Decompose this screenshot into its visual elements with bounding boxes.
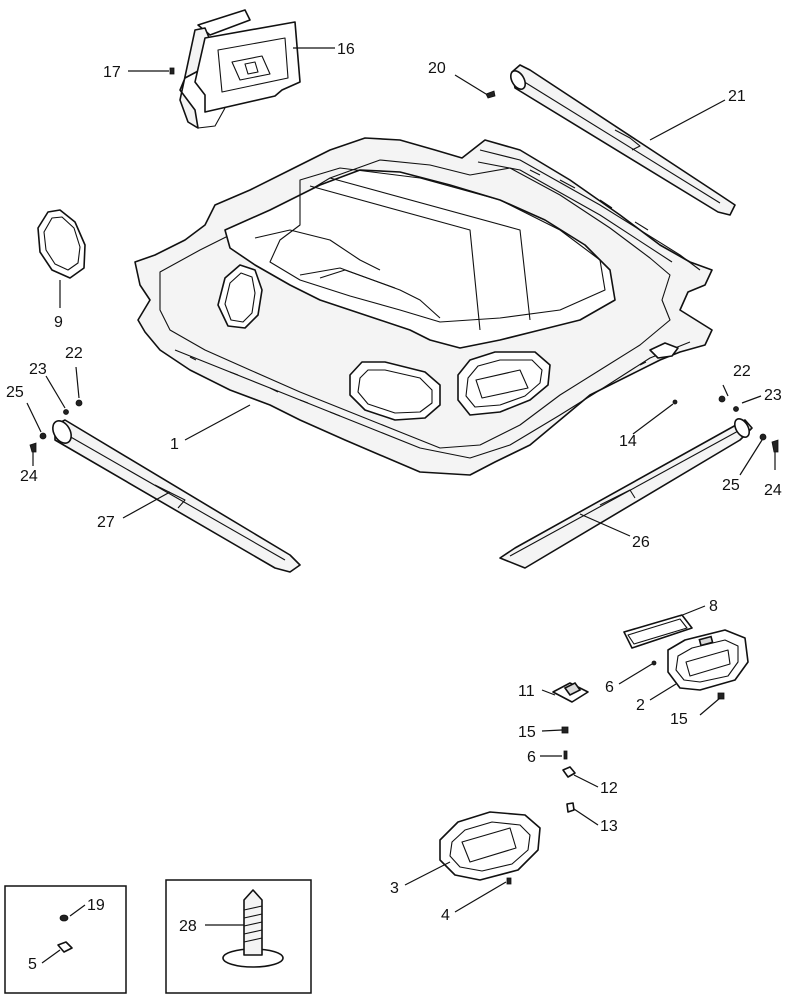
air-vent [439, 811, 541, 881]
fasteners [29, 67, 779, 453]
screw-6-lower [563, 750, 568, 760]
cover-plate [37, 209, 86, 279]
callout-6a: 6 [605, 679, 614, 696]
callout-23b: 23 [764, 387, 782, 404]
callout-8: 8 [709, 598, 718, 615]
switch [552, 681, 589, 703]
callout-12: 12 [600, 780, 618, 797]
callout-19: 19 [87, 897, 105, 914]
screw-6-upper [651, 660, 657, 666]
clip [562, 766, 576, 778]
right-trim-strip [499, 418, 753, 569]
callout-28: 28 [179, 918, 197, 935]
callout-14: 14 [619, 433, 637, 450]
inset-box-left [4, 885, 127, 994]
callout-1: 1 [170, 436, 179, 453]
callout-3: 3 [390, 880, 399, 897]
callout-15a: 15 [518, 724, 536, 741]
callout-25b: 25 [722, 477, 740, 494]
callout-27: 27 [97, 514, 115, 531]
rear-trim-strip [509, 64, 736, 216]
callout-16: 16 [337, 41, 355, 58]
callout-20: 20 [428, 60, 446, 77]
callout-15b: 15 [670, 711, 688, 728]
callout-24b: 24 [764, 482, 782, 499]
callout-labels: 1 2 3 4 5 6 6 8 9 11 12 13 14 15 15 16 1… [6, 41, 782, 973]
callout-17: 17 [103, 64, 121, 81]
callout-13: 13 [600, 818, 618, 835]
inset-box-right [165, 879, 312, 994]
small-clip [566, 802, 575, 813]
callout-24a: 24 [20, 468, 38, 485]
callout-9: 9 [54, 314, 63, 331]
fastener-15-right [717, 692, 725, 700]
callout-2: 2 [636, 697, 645, 714]
fastener-15-left [561, 726, 569, 734]
callout-22b: 22 [733, 363, 751, 380]
callout-4: 4 [441, 907, 450, 924]
callout-21: 21 [728, 88, 746, 105]
callout-25a: 25 [6, 384, 24, 401]
callout-26: 26 [632, 534, 650, 551]
callout-5: 5 [28, 956, 37, 973]
callout-11: 11 [518, 683, 535, 700]
callout-6b: 6 [527, 749, 536, 766]
mounting-bracket [179, 9, 301, 129]
lens [623, 614, 693, 649]
callout-22a: 22 [65, 345, 83, 362]
callout-23a: 23 [29, 361, 47, 378]
leader-lines [26, 47, 776, 964]
dome-light [667, 629, 749, 691]
screw-4 [506, 877, 512, 885]
left-trim-strip [52, 419, 301, 573]
headliner-panel [134, 137, 713, 476]
